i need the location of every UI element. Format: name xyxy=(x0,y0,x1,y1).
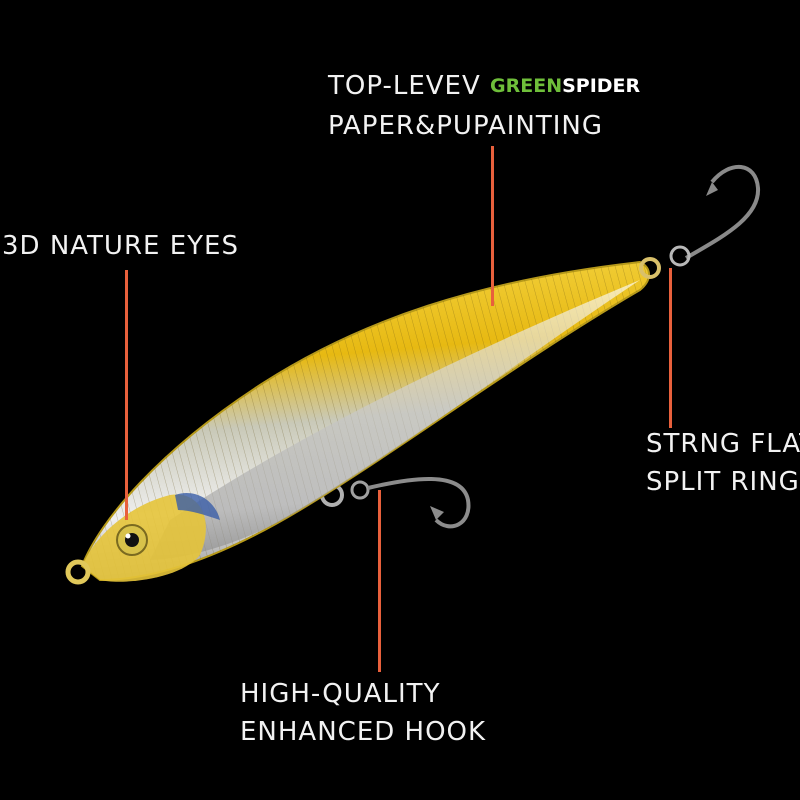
paint-label-line2: PAPER&PUPAINTING xyxy=(328,111,604,141)
hook-leader-line xyxy=(378,490,381,672)
eyes-leader-line xyxy=(125,270,128,520)
paint-label: TOP-LEVEV GREENSPIDER xyxy=(328,68,640,104)
eyes-label: 3D NATURE EYES xyxy=(2,231,239,261)
ring-label-line1: STRNG FLAT xyxy=(646,429,800,459)
lure-body xyxy=(80,260,650,582)
hook-label-line1: HIGH-QUALITY xyxy=(240,679,441,709)
brand-logo: GREENSPIDER xyxy=(490,75,641,97)
paint-leader-line xyxy=(491,146,494,306)
paint-label-line1: TOP-LEVEV xyxy=(328,71,481,101)
eye-icon xyxy=(116,524,148,556)
ring-label-line2: SPLIT RING xyxy=(646,467,800,497)
tail-hook-icon xyxy=(669,164,761,267)
belly-hook-icon xyxy=(320,477,471,529)
hook-label-line2: ENHANCED HOOK xyxy=(240,717,487,747)
tail-eyelet-icon xyxy=(639,257,661,279)
line-tie-icon xyxy=(65,559,91,585)
ring-leader-line xyxy=(669,268,672,428)
